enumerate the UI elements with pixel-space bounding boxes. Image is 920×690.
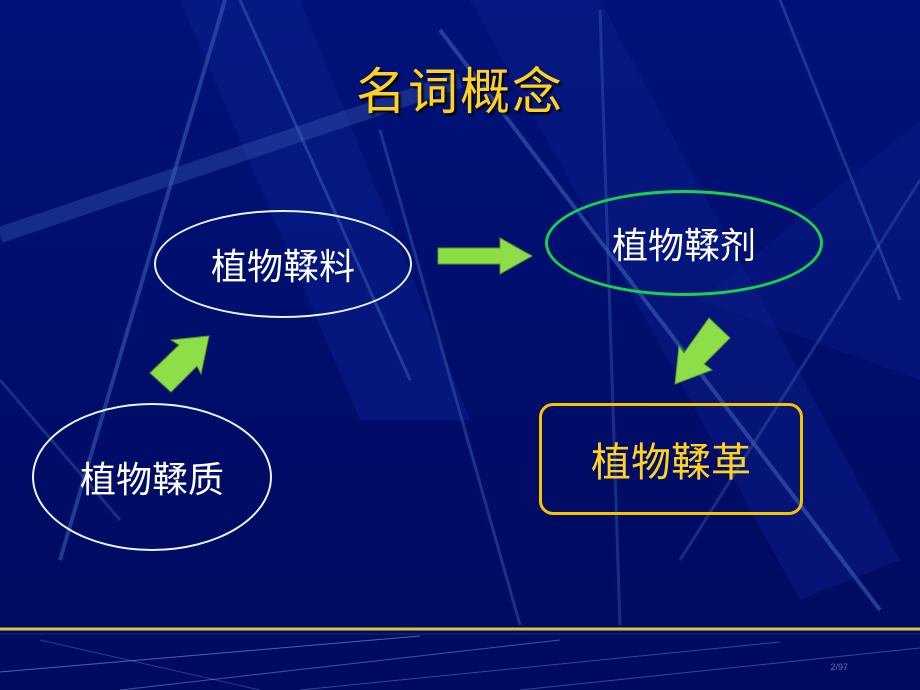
node-label: 植物鞣剂 [611,226,756,267]
bg-line [438,28,882,612]
bg-band [180,0,470,420]
node-plant-tanning-agent: 植物鞣剂 [545,190,823,296]
node-plant-tannin: 植物鞣质 [32,403,272,551]
footer-swoosh [39,639,261,690]
bg-line [0,72,463,243]
footer-swoosh [519,647,920,690]
node-plant-tanning-material: 植物鞣料 [154,210,412,318]
footer-swoosh [299,641,781,690]
bg-band [470,0,900,600]
node-plant-tanned-leather: 植物鞣革 [539,403,803,515]
node-label: 植物鞣料 [210,247,355,288]
footer-swoosh [119,639,561,690]
bg-line [678,179,920,561]
node-label: 植物鞣质 [79,460,224,501]
node-label: 植物鞣革 [591,440,751,486]
slide-title: 名词概念 [356,63,564,121]
bg-line [378,129,522,626]
page-number: 2/97 [830,662,848,672]
bg-line [238,0,412,381]
bg-line [778,0,902,301]
bg-line [598,9,622,626]
footer-swoosh [0,635,421,673]
